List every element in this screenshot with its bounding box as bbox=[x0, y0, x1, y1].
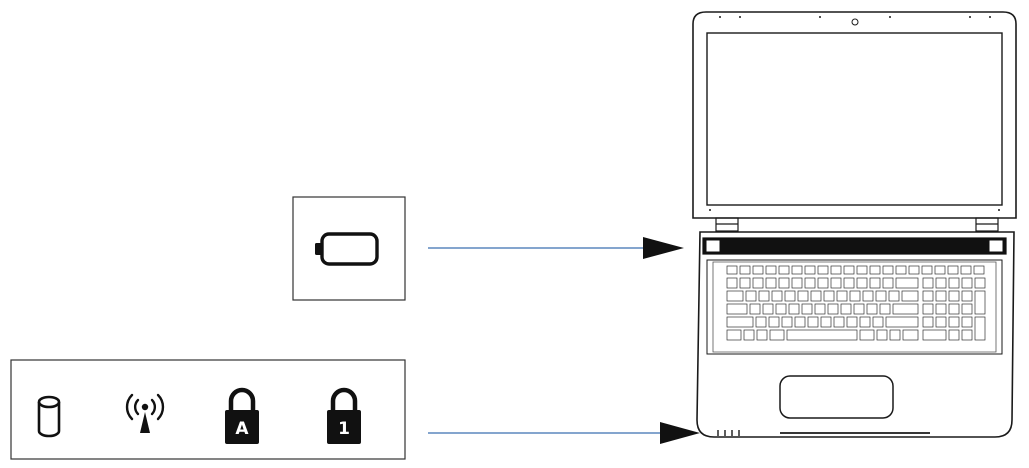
webcam-icon bbox=[851, 18, 859, 26]
laptop-lid bbox=[692, 11, 1017, 219]
caps-lock-icon: A bbox=[225, 387, 259, 444]
hinge-bar bbox=[702, 237, 1007, 255]
num-lock-label: 1 bbox=[338, 419, 350, 439]
laptop-base bbox=[696, 231, 1015, 438]
laptop-illustration bbox=[692, 11, 1017, 438]
status-leds bbox=[717, 430, 740, 436]
battery-indicator-box bbox=[292, 196, 406, 301]
hard-drive-icon bbox=[37, 395, 61, 438]
touchpad bbox=[779, 375, 894, 419]
caps-lock-label: A bbox=[235, 419, 249, 439]
keyboard-keys bbox=[726, 265, 986, 341]
status-arrow bbox=[428, 422, 700, 444]
battery-icon bbox=[315, 232, 379, 266]
laptop-screen bbox=[706, 32, 1003, 206]
wireless-icon bbox=[125, 393, 165, 433]
battery-arrow bbox=[428, 237, 684, 259]
keyboard-area bbox=[706, 259, 1003, 355]
status-indicators-box: A 1 bbox=[10, 359, 406, 460]
num-lock-icon: 1 bbox=[327, 387, 361, 444]
